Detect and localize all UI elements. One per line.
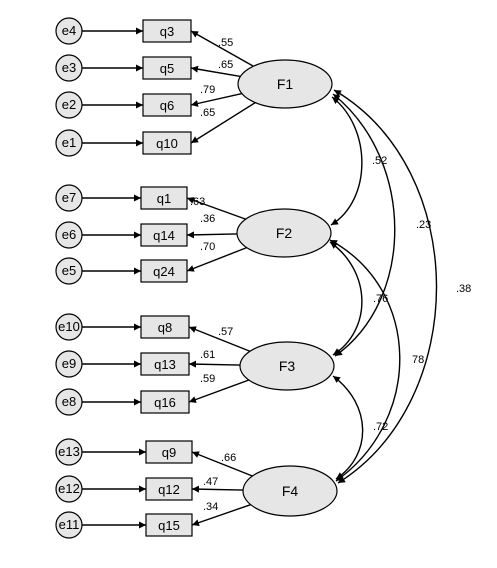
loading-arrow-q1 [186, 197, 246, 220]
error-node-e10: e10 [55, 313, 83, 341]
loading-arrow-q16 [188, 379, 250, 403]
correlation-value-f1-f3: .23 [416, 219, 431, 231]
item-label: q12 [158, 482, 180, 497]
correlation-arrow-f2-f4 [329, 239, 401, 482]
error-node-e6: e6 [55, 221, 83, 249]
loading-arrow-q12 [191, 485, 244, 493]
factor-node-F3: F3 [239, 341, 335, 391]
loading-value-q16: .59 [200, 373, 215, 385]
loading-value-q3: .55 [218, 37, 233, 49]
item-label: q6 [160, 98, 174, 113]
error-node-e8: e8 [55, 388, 83, 416]
error-label: e1 [62, 135, 76, 150]
loading-value-q9: .66 [221, 452, 236, 464]
factor-node-F1: F1 [237, 59, 333, 109]
correlation-arrow-f1-f3 [332, 93, 396, 357]
loading-value-q1: .63 [190, 196, 205, 208]
correlation-value-f1-f4: .38 [456, 283, 471, 295]
error-label: e3 [62, 60, 76, 75]
item-node-q12: q12 [145, 477, 193, 501]
error-label: e2 [62, 97, 76, 112]
loading-value-q12: .47 [203, 476, 218, 488]
loading-arrow-q14 [186, 231, 238, 239]
item-label: q8 [158, 320, 172, 335]
factor-label: F3 [279, 358, 296, 374]
item-node-q13: q13 [140, 352, 190, 376]
loading-value-q6: .79 [200, 84, 215, 96]
item-label: q14 [153, 228, 175, 243]
error-label: e6 [62, 227, 76, 242]
error-label: e11 [59, 517, 80, 532]
loading-value-q24: .70 [200, 241, 215, 253]
loading-value-q15: .34 [203, 501, 218, 513]
loading-arrow-q5 [190, 65, 241, 78]
loading-value-q8: .57 [218, 326, 233, 338]
correlation-value-f2-f4: 78 [412, 354, 424, 366]
factor-label: F4 [282, 483, 299, 499]
factor-node-F4: F4 [242, 465, 338, 517]
loading-arrow-q3 [190, 30, 254, 67]
factor-label: F1 [277, 76, 294, 92]
error-node-e2: e2 [55, 91, 83, 119]
item-node-q6: q6 [142, 93, 192, 117]
item-label: q24 [153, 264, 175, 279]
error-label: e12 [58, 481, 80, 496]
item-node-q8: q8 [140, 315, 190, 339]
loading-arrow-q24 [186, 246, 247, 272]
item-node-q16: q16 [140, 390, 190, 414]
item-label: q10 [156, 136, 178, 151]
item-node-q9: q9 [145, 440, 193, 464]
item-label: q1 [157, 191, 171, 206]
error-label: e13 [58, 444, 80, 459]
error-node-e3: e3 [55, 54, 83, 82]
correlation-value-f2-f3: .76 [373, 293, 388, 305]
item-node-q24: q24 [140, 259, 188, 283]
error-node-e12: e12 [55, 475, 83, 503]
loading-arrow-q15 [191, 503, 251, 527]
factor-node-F2: F2 [236, 208, 332, 258]
error-node-e4: e4 [55, 17, 83, 45]
error-node-e9: e9 [55, 350, 83, 378]
error-label: e4 [62, 23, 76, 38]
error-node-e11: e11 [55, 511, 83, 539]
item-label: q15 [158, 518, 180, 533]
error-label: e5 [62, 263, 76, 278]
correlation-value-f1-f2: .52 [372, 155, 387, 167]
item-label: q16 [154, 395, 176, 410]
error-node-e13: e13 [55, 438, 83, 466]
correlation-value-f3-f4: .72 [373, 421, 388, 433]
error-node-e5: e5 [55, 257, 83, 285]
item-node-q14: q14 [140, 223, 188, 247]
factor-label: F2 [276, 225, 293, 241]
item-node-q5: q5 [142, 56, 192, 80]
loading-arrow-q8 [188, 326, 251, 352]
error-node-e1: e1 [55, 129, 83, 157]
item-label: q13 [154, 357, 176, 372]
error-label: e7 [62, 190, 76, 205]
loading-value-q13: .61 [200, 349, 215, 361]
loading-value-q14: .36 [200, 213, 215, 225]
item-label: q5 [160, 61, 174, 76]
error-label: e8 [62, 394, 76, 409]
loading-value-q10: .65 [200, 107, 215, 119]
item-node-q10: q10 [142, 131, 192, 155]
loading-arrow-q13 [188, 360, 241, 368]
loading-arrow-q10 [190, 102, 256, 144]
error-label: e10 [58, 319, 80, 334]
loading-value-q5: .65 [218, 59, 233, 71]
item-node-q3: q3 [142, 19, 192, 43]
item-label: q3 [160, 24, 174, 39]
loading-arrow-q9 [191, 451, 253, 477]
error-label: e9 [62, 356, 76, 371]
item-node-q1: q1 [140, 186, 188, 210]
correlation-arrow-f1-f4 [333, 89, 438, 484]
correlation-arrow-f1-f2 [330, 96, 363, 226]
item-node-q15: q15 [145, 513, 193, 537]
loading-arrow-q6 [190, 92, 243, 107]
item-label: q9 [162, 445, 176, 460]
error-node-e7: e7 [55, 184, 83, 212]
correlation-arrow-f3-f4 [332, 375, 364, 480]
